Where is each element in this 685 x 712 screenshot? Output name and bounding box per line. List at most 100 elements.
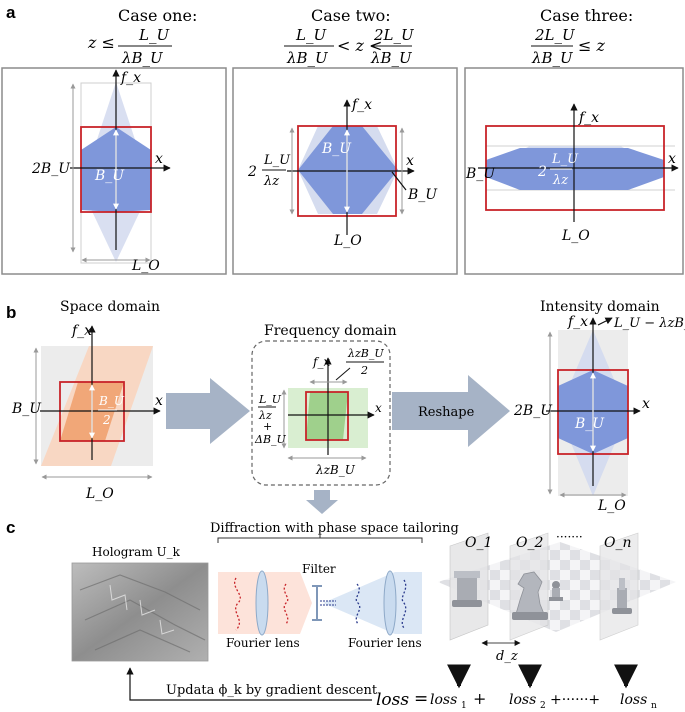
gradient-feedback-arrow: Updata ϕ_k by gradient descent <box>126 667 378 701</box>
hologram-image <box>71 562 209 662</box>
case-one-x-label: x <box>155 151 163 167</box>
loss-arrows <box>447 664 638 689</box>
case-one-cond-num: L_U <box>138 26 170 44</box>
case-one-header: Case one: z ≤ L_U λB_U <box>87 6 197 67</box>
case-three-title: Case three: <box>540 6 633 25</box>
frequency-domain-dashed-frame <box>251 340 391 486</box>
reshape-label: Reshape <box>418 405 475 420</box>
case-one-bu-label: B_U <box>94 168 125 184</box>
rook-icon <box>452 571 482 607</box>
intensity-domain-top-label: L_U − λzB_U <box>613 316 685 331</box>
case-two-cond-num1: L_U <box>295 26 327 44</box>
intensity-domain-title: Intensity domain <box>540 299 660 315</box>
case-two-title: Case two: <box>311 6 391 25</box>
space-domain-center-den: 2 <box>102 413 111 427</box>
space-domain-x-label: x <box>155 393 163 409</box>
dz-label: d_z <box>496 649 518 664</box>
update-label: Updata ϕ_k by gradient descent <box>166 683 378 698</box>
case-three-bu-label: B_U <box>465 166 496 182</box>
loss-sub-2: 2 <box>540 701 546 711</box>
fourier-lens-1-label: Fourier lens <box>226 636 300 650</box>
case-three-x-label: x <box>668 151 676 167</box>
case-two-cond-den2: λB_U <box>370 49 413 67</box>
intensity-domain-bu-label: B_U <box>574 416 605 432</box>
loss-eq: = <box>414 689 428 709</box>
case-two-x-label: x <box>406 153 414 169</box>
case-one-fx-label: f_x <box>120 70 141 86</box>
case-three-center-den: λz <box>552 173 568 188</box>
case-two-left-den: λz <box>263 174 279 189</box>
case-three-header: Case three: 2L_U λB_U ≤ z <box>531 6 633 67</box>
light-beam-blue <box>323 572 422 634</box>
case-three-center-coef: 2 <box>537 164 547 180</box>
frequency-domain-diagram: Frequency domain f_x x λzB_U 2 L_U λz + … <box>251 323 397 486</box>
object-label-dots: ······· <box>556 530 583 544</box>
object-label-n: O_n <box>604 535 632 551</box>
intensity-domain-2bu-label: 2B_U <box>513 403 553 419</box>
case-two-lo-label: L_O <box>333 233 362 249</box>
arrow-down-to-diffraction <box>306 490 338 514</box>
frequency-domain-left-num: L_U <box>258 393 282 406</box>
frequency-domain-x-label: x <box>375 401 382 415</box>
fourier-lens-2 <box>383 570 397 636</box>
case-two-cond-den1: λB_U <box>286 49 329 67</box>
case-three-cond-rhs: ≤ z <box>578 36 605 55</box>
loss-sub-n: n <box>651 701 657 711</box>
case-two-left-coef: 2 <box>247 164 257 180</box>
space-domain-center-num: B_U <box>98 394 125 408</box>
frequency-domain-bottom-label: λzB_U <box>315 463 356 477</box>
loss-term-n: loss <box>620 692 647 708</box>
fourier-lens-2-label: Fourier lens <box>348 636 422 650</box>
intensity-domain-lo-label: L_O <box>597 498 626 514</box>
case-two-diagram: f_x x 2 L_U λz B_U B_U L_O <box>232 67 458 275</box>
space-domain-fx-label: f_x <box>71 323 92 339</box>
hologram-label: Hologram U_k <box>92 545 181 559</box>
case-three-diagram: f_x x B_U 2 L_U λz L_O <box>464 67 684 275</box>
case-three-lo-label: L_O <box>561 228 590 244</box>
intensity-domain-diagram: Intensity domain f_x L_U − λzB_U x 2B_U … <box>513 299 685 514</box>
loss-lhs: loss <box>376 690 409 710</box>
panel-label-a: a <box>6 3 16 22</box>
loss-term-2: loss <box>509 692 536 708</box>
frequency-domain-left-den: λz <box>258 409 272 422</box>
case-one-lo-label: L_O <box>131 258 160 274</box>
case-three-fx-label: f_x <box>578 110 599 126</box>
panel-label-c: c <box>6 518 15 537</box>
intensity-domain-fx-label: f_x <box>567 314 588 330</box>
chess-scene: O_1 O_2 ······· O_n d_z <box>438 530 676 664</box>
arrow-space-to-frequency <box>166 378 250 444</box>
diffraction-title: Diffraction with phase space tailoring <box>210 521 459 536</box>
case-two-cond-num2: 2L_U <box>373 26 415 44</box>
loss-term-1: loss <box>430 692 457 708</box>
diffraction-header: Diffraction with phase space tailoring <box>210 521 459 543</box>
space-domain-title: Space domain <box>60 299 160 315</box>
king-icon <box>612 578 632 614</box>
frequency-domain-left-plus: + <box>263 420 272 433</box>
optical-setup: Filter Fourier lens Fourier lens <box>218 562 422 650</box>
knight-icon <box>512 571 548 620</box>
hologram: Hologram U_k <box>71 545 209 662</box>
object-label-2: O_2 <box>516 535 543 551</box>
case-two-fx-label: f_x <box>351 97 372 113</box>
filter-label: Filter <box>302 562 336 576</box>
case-two-left-num: L_U <box>263 153 291 168</box>
case-three-cond-den: λB_U <box>531 49 574 67</box>
case-two-header: Case two: L_U λB_U < z < 2L_U λB_U <box>284 6 415 67</box>
frequency-domain-red-window <box>305 391 349 441</box>
loss-plus-1: + <box>473 689 486 708</box>
space-domain-bu-label: B_U <box>11 401 42 417</box>
frequency-domain-top-den: 2 <box>360 364 368 377</box>
case-two-bu-label: B_U <box>321 141 352 157</box>
case-three-center-num: L_U <box>551 152 579 167</box>
frequency-domain-left-delta: ΔB_U <box>254 433 287 446</box>
frequency-domain-top-num: λzB_U <box>347 347 384 360</box>
loss-plus-dots: +······+ <box>550 692 600 708</box>
case-two-bu-right-label: B_U <box>407 187 438 203</box>
loss-sub-1: 1 <box>461 701 467 711</box>
space-domain-diagram: Space domain f_x x B_U B_U 2 L_O <box>11 299 163 502</box>
panel-label-b: b <box>6 303 16 322</box>
frequency-domain-fx-label: f_x <box>312 355 330 369</box>
case-one-cond-den: λB_U <box>121 49 164 67</box>
frequency-domain-phase-space <box>306 392 348 440</box>
